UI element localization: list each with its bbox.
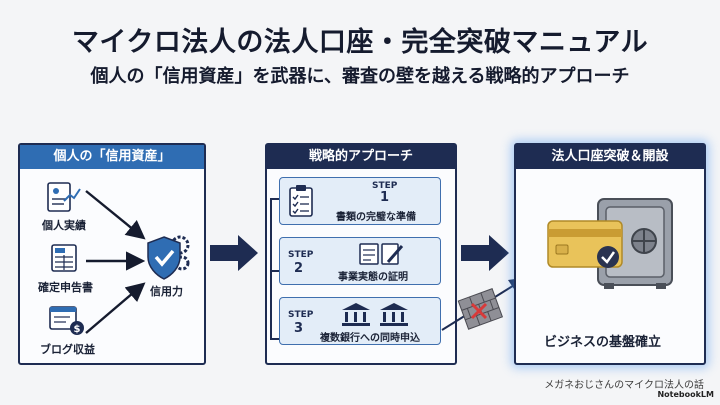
step-3-number: 3	[294, 321, 304, 336]
item-label-tax-return: 確定申告書	[38, 281, 93, 294]
credit-power-label: 信用力	[150, 285, 183, 298]
tax-return-form-icon	[51, 244, 77, 272]
step-3-label: 複数銀行への同時申込	[320, 333, 420, 344]
step-3: STEP 3 複数銀行への同時申込	[279, 297, 441, 345]
flow-arrow-2	[461, 235, 509, 271]
credit-assets-header: 個人の「信用資産」	[20, 145, 204, 169]
page-subtitle: 個人の「信用資産」を武器に、審査の壁を越える戦略的アプローチ	[90, 66, 630, 87]
brick-wall-blocked-icon	[441, 278, 522, 331]
step-1-label: 書類の完璧な準備	[336, 212, 416, 223]
step-1-number: 1	[380, 190, 390, 205]
step-2-word: STEP	[288, 250, 314, 260]
account-opening-header: 法人口座突破＆開設	[516, 145, 704, 169]
notebooklm-logo: NotebookLM	[657, 390, 714, 399]
business-foundation-label: ビジネスの基盤確立	[544, 335, 662, 350]
step-2: STEP 2 事業実態の証明	[279, 237, 441, 285]
item-label-performance: 個人実績	[42, 219, 86, 232]
step-2-label: 事業実態の証明	[338, 272, 408, 283]
item-label-blog-revenue: ブログ収益	[40, 343, 95, 356]
strategy-panel: 戦略的アプローチ STEP 1 書類の完璧な準備 STEP 2 事業実	[265, 143, 457, 365]
step-3-word: STEP	[288, 310, 314, 320]
blog-revenue-icon: $	[49, 306, 84, 335]
performance-report-icon	[47, 182, 81, 212]
document-pen-icon	[359, 243, 404, 265]
step-1: STEP 1 書類の完璧な準備	[279, 177, 441, 225]
step-2-number: 2	[294, 261, 304, 276]
account-opening-panel: 法人口座突破＆開設 ビジネスの基盤確立	[514, 143, 706, 365]
bank-buildings-icon	[342, 303, 408, 326]
footer-credit: メガネおじさんのマイクロ法人の話	[544, 380, 704, 391]
shield-check-gear-icon	[147, 235, 190, 280]
step-bracket	[270, 198, 279, 340]
page-title: マイクロ法人の法人口座・完全突破マニュアル	[71, 27, 649, 58]
clipboard-checklist-icon	[289, 185, 313, 217]
flow-arrow-1	[210, 235, 258, 271]
strategy-header: 戦略的アプローチ	[267, 145, 455, 169]
convergence-arrows	[85, 190, 146, 334]
step-1-word: STEP	[372, 181, 398, 191]
svg-text:$: $	[74, 324, 81, 335]
credit-assets-panel: 個人の「信用資産」 個人実績 確定申告書 $ ブログ収益	[18, 143, 206, 365]
safe-card-check-icon	[547, 198, 673, 289]
